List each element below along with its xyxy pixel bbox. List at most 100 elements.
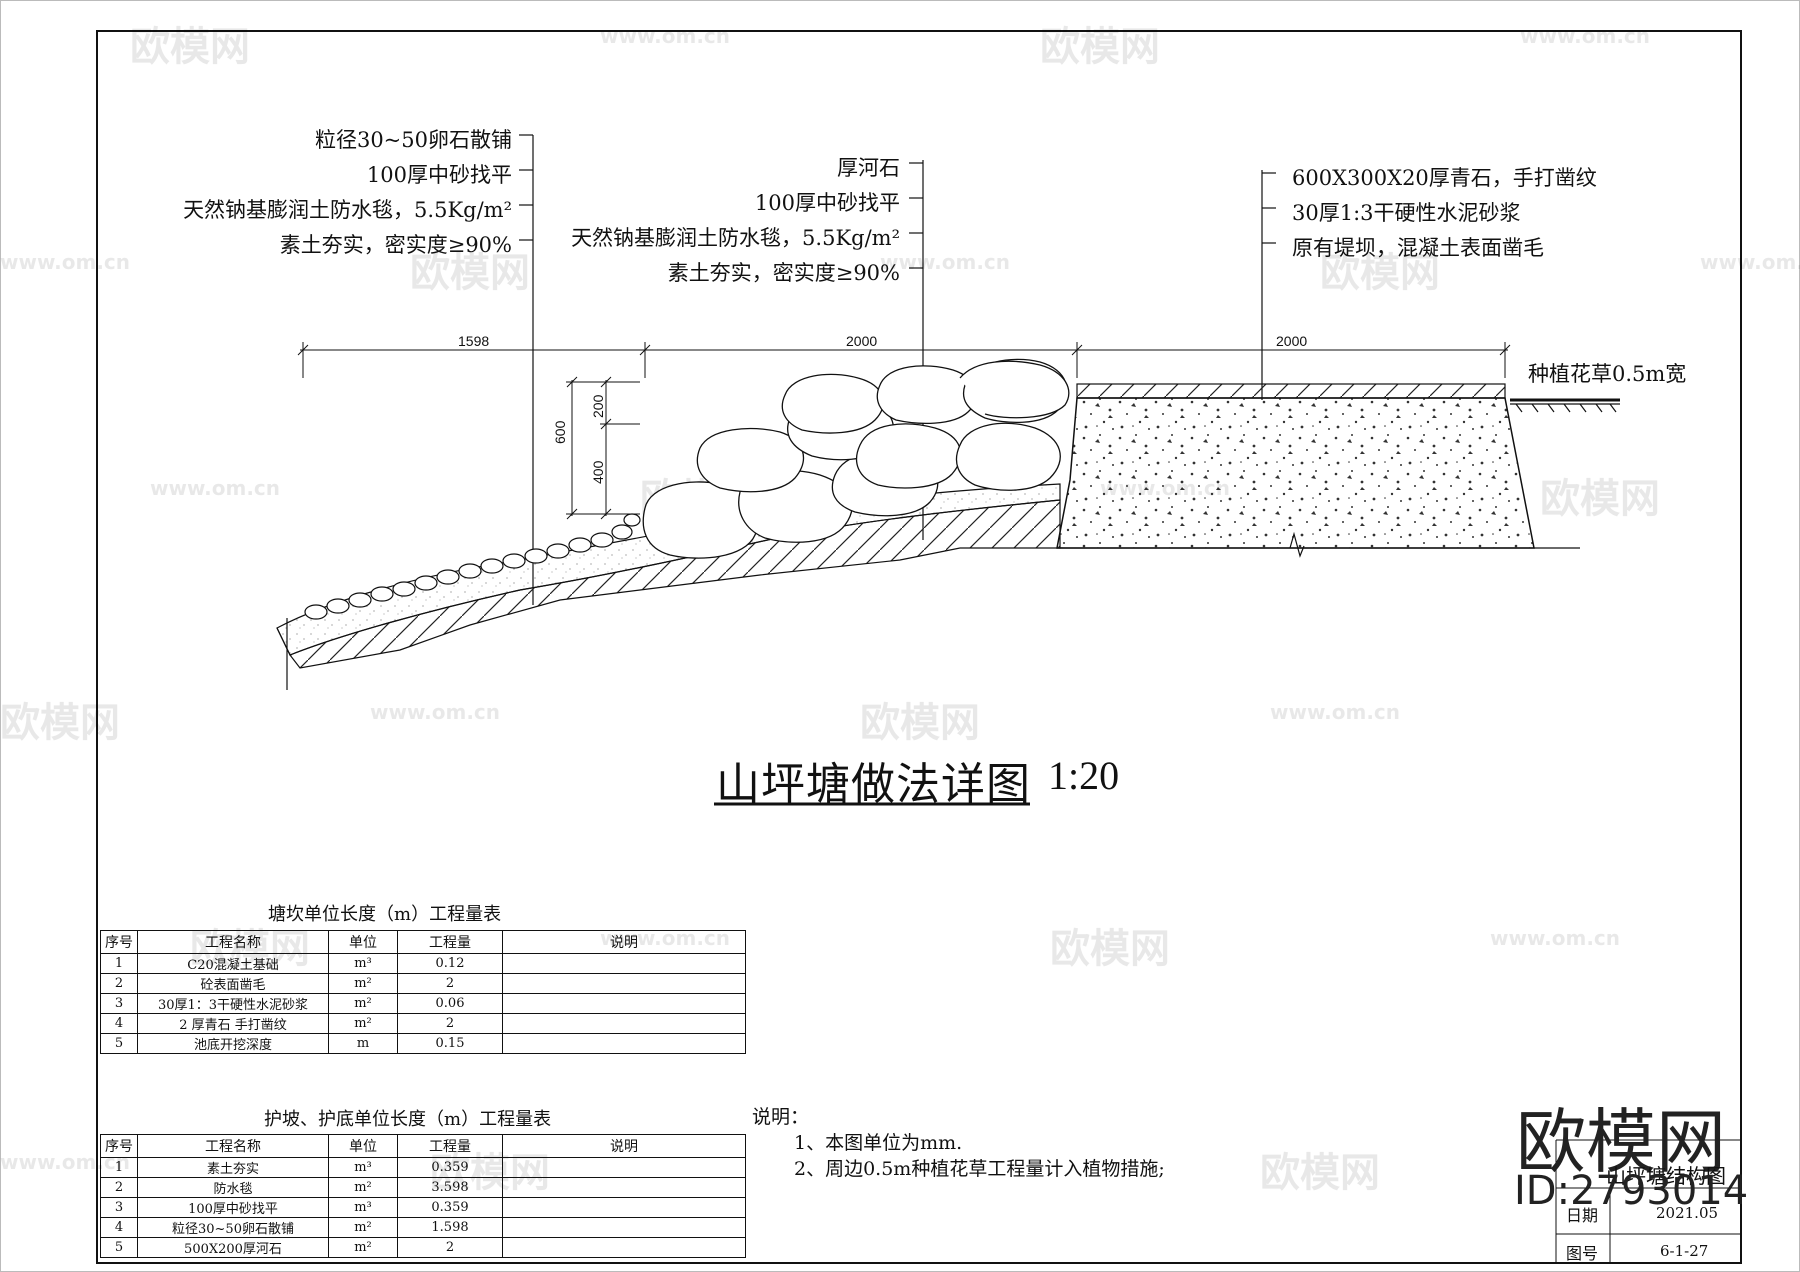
cell [502,973,746,994]
cell [502,1217,746,1238]
dim-400: 400 [590,460,606,484]
watermark-brand: 欧模网 [1540,476,1660,522]
cell [502,993,746,1014]
cell [502,1157,746,1178]
table-row: 5 500X200厚河石 m² 2 [100,1237,746,1258]
col-header: 说明 [502,1134,746,1158]
col-header: 序号 [100,930,138,954]
col-header: 说明 [502,930,746,954]
number-label: 图号 [1566,1244,1599,1263]
cell: 0.15 [397,1033,503,1054]
callout-pebble: 粒径30~50卵石散铺 [314,128,512,152]
callout-bluestone: 600X300X20厚青石，手打凿纹 [1292,166,1597,190]
watermark-brand: 欧模网 [860,700,980,746]
cell: m² [328,993,398,1014]
callout-soil: 素土夯实，密实度≥90% [667,261,900,285]
pebble-layer [304,513,641,620]
cell: 2 [100,973,138,994]
title-block-grid [1555,1139,1742,1264]
cell: 0.359 [397,1157,503,1178]
cell: 1.598 [397,1217,503,1238]
col-header: 工程量 [397,1134,503,1158]
cell: 0.06 [397,993,503,1014]
callout-waterproof: 天然钠基膨润土防水毯，5.5Kg/m² [183,198,512,222]
drawing-name: 山坪塘结构图 [1606,1164,1726,1188]
callout-sand: 100厚中砂找平 [754,191,900,215]
break-mark [1289,531,1305,558]
cell: 3 [100,1197,138,1218]
dim-600: 600 [552,420,568,444]
cell: 2 [100,1177,138,1198]
cell: 3.598 [397,1177,503,1198]
callout-soil: 素土夯实，密实度≥90% [279,233,512,257]
cell: m² [328,1237,398,1258]
callout-mortar: 30厚1:3干硬性水泥砂浆 [1292,201,1521,225]
cell: 素土夯实 [137,1157,329,1178]
callout-waterproof: 天然钠基膨润土防水毯，5.5Kg/m² [571,226,900,250]
cell: 0.12 [397,953,503,974]
col-header: 工程量 [397,930,503,954]
cell: 池底开挖深度 [137,1033,329,1054]
cell [502,1197,746,1218]
cell: m² [328,1177,398,1198]
watermark-brand: 欧模网 [410,250,530,296]
table-row: 2 防水毯 m² 3.598 [100,1177,746,1198]
river-stones [642,358,1070,559]
cell: 3 [100,993,138,1014]
watermark-url: www.om.cn [150,476,281,500]
table-row: 4 粒径30~50卵石散铺 m² 1.598 [100,1217,746,1238]
leader-ticks [909,162,923,269]
leader-ticks [519,134,533,241]
watermark-brand: 欧模网 [130,24,250,70]
watermark-url: www.om.cn [370,700,501,724]
watermark-brand: 欧模网 [1320,250,1440,296]
table-row: 3 30厚1：3干硬性水泥砂浆 m² 0.06 [100,993,746,1014]
cell: 1 [100,953,138,974]
watermark-url: www.om.cn [1270,700,1401,724]
cell: 2 [397,1013,503,1034]
watermark-url: www.om.cn [0,250,131,274]
brand-id: ID:2793014 [1514,1168,1749,1214]
cell: 1 [100,1157,138,1178]
date-value: 2021.05 [1656,1204,1719,1222]
cell: 500X200厚河石 [137,1237,329,1258]
col-header: 序号 [100,1134,138,1158]
callout-sand: 100厚中砂找平 [366,163,512,187]
col-header: 工程名称 [137,1134,329,1158]
cell: m² [328,973,398,994]
cell: 粒径30~50卵石散铺 [137,1217,329,1238]
callout-river-stone: 厚河石 [837,156,900,180]
bluestone-paving [1076,383,1506,399]
cell: 100厚中砂找平 [137,1197,329,1218]
watermark-url: www.om.cn [1490,926,1621,950]
drawing-title: 山坪塘做法详图 [716,759,1031,810]
note-item: 2、周边0.5m种植花草工程量计入植物措施; [794,1158,1165,1180]
cell: 4 [100,1013,138,1034]
watermark-brand: 欧模网 [1260,1150,1380,1196]
number-value: 6-1-27 [1660,1242,1709,1260]
cell [502,1033,746,1054]
drawing-scale: 1:20 [1048,753,1120,798]
vertical-dimension [566,376,640,520]
cell: 4 [100,1217,138,1238]
cell: 砼表面凿毛 [137,973,329,994]
table-row: 4 2 厚青石 手打凿纹 m² 2 [100,1013,746,1034]
table1-title: 塘坎单位长度（m）工程量表 [268,904,502,925]
quantity-table-2: 序号 工程名称 单位 工程量 说明 1 素土夯实 m³ 0.359 2 防水毯 … [100,1134,746,1258]
note-item: 1、本图单位为mm. [794,1132,963,1154]
cell: C20混凝土基础 [137,953,329,974]
col-header: 工程名称 [137,930,329,954]
cell [502,1177,746,1198]
notes-heading: 说明： [752,1106,810,1128]
table2-title: 护坡、护底单位长度（m）工程量表 [264,1109,552,1130]
table-row: 1 素土夯实 m³ 0.359 [100,1157,746,1178]
dim-2000-b: 2000 [1276,333,1308,349]
leader-ticks [1262,172,1276,244]
cell: 30厚1：3干硬性水泥砂浆 [137,993,329,1014]
col-header: 单位 [328,930,398,954]
watermark-url: www.om.cn [1700,250,1800,274]
drawing-frame [96,30,1742,1264]
general-notes: 说明： 1、本图单位为mm. 2、周边0.5m种植花草工程量计入植物措施; [752,1104,1165,1182]
cell: m³ [328,1157,398,1178]
